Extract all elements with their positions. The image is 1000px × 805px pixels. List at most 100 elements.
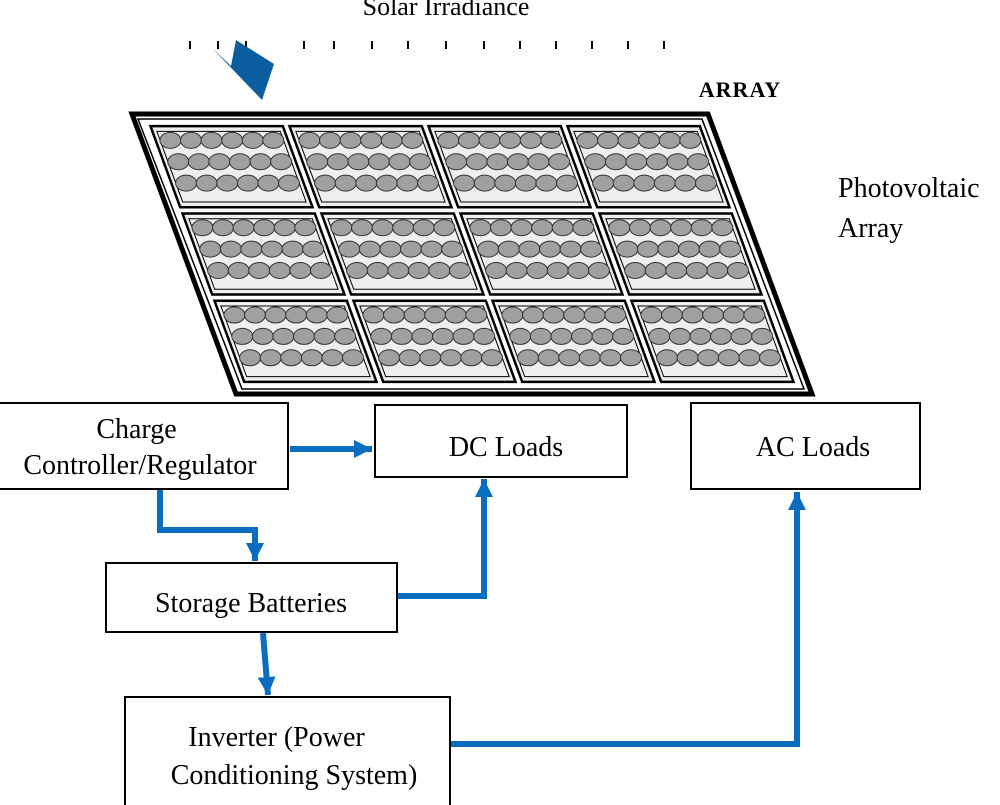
pv-cell — [706, 261, 729, 279]
pv-cell — [409, 153, 432, 171]
pv-cell — [738, 349, 761, 367]
pv-cell — [670, 219, 693, 237]
inverter-label-2: Conditioning System) — [171, 760, 418, 791]
controller-to-batteries-arrow — [157, 490, 264, 561]
pv-cell — [480, 349, 503, 367]
pv-cell — [388, 153, 411, 171]
pv-cell — [527, 153, 550, 171]
pv-cell — [159, 131, 182, 149]
pv-cell — [355, 174, 378, 192]
dc-loads-label: DC Loads — [449, 432, 563, 463]
pv-cell — [313, 327, 336, 345]
pv-cell — [624, 261, 647, 279]
pv-cell — [490, 219, 513, 237]
pv-cell — [321, 349, 344, 367]
pv-cell — [465, 306, 488, 324]
pv-cell — [330, 219, 353, 237]
inverter-label-1: Inverter (Power — [188, 722, 365, 753]
pv-cell — [244, 306, 267, 324]
pv-cell — [221, 131, 244, 149]
pv-cell — [494, 174, 517, 192]
storage-batteries-label: Storage Batteries — [155, 588, 347, 619]
pv-cell — [612, 327, 635, 345]
pv-cell — [260, 240, 283, 258]
pv-cell — [338, 240, 361, 258]
pv-cell — [341, 349, 364, 367]
pv-cell — [216, 174, 239, 192]
pv-cell — [241, 131, 264, 149]
pv-cell — [676, 349, 699, 367]
pv-cell — [570, 327, 593, 345]
pv-cell — [540, 131, 563, 149]
pv-cell — [441, 240, 464, 258]
pv-cell — [548, 153, 571, 171]
pv-cell — [506, 153, 529, 171]
pv-cell — [200, 131, 223, 149]
pv-cell — [175, 174, 198, 192]
svg-text:Inverter (Power Conditio: Inverter (Power Conditioning System) — [171, 722, 418, 791]
pv-cell — [433, 219, 456, 237]
pv-cell — [636, 240, 659, 258]
photovoltaic-array-caption: Photovoltaic Array — [838, 173, 987, 244]
pv-cell — [653, 174, 676, 192]
pv-cell — [679, 131, 702, 149]
pv-cell — [668, 327, 691, 345]
pv-cell — [537, 349, 560, 367]
pv-cell — [334, 174, 357, 192]
caption-line-2: Array — [838, 213, 903, 244]
pv-cell — [501, 306, 524, 324]
pv-cell — [604, 153, 627, 171]
pv-cell — [236, 174, 259, 192]
pv-cell — [180, 131, 203, 149]
pv-cell — [580, 240, 603, 258]
pv-cell — [294, 219, 317, 237]
pv-cell — [644, 261, 667, 279]
pv-cell — [657, 240, 680, 258]
pv-cell — [522, 306, 545, 324]
pv-cell — [277, 174, 300, 192]
pv-cell — [485, 261, 508, 279]
batteries-to-dc-loads-arrow — [398, 479, 493, 599]
pv-cell — [578, 349, 601, 367]
pv-cell — [499, 131, 522, 149]
solar-irradiance-label: Solar Irradiance — [363, 0, 530, 21]
pv-cell — [390, 327, 413, 345]
pv-cell — [687, 153, 710, 171]
pv-cell — [558, 349, 581, 367]
pv-cell — [690, 219, 713, 237]
pv-cell — [351, 219, 374, 237]
pv-cell — [665, 261, 688, 279]
pv-cell — [559, 240, 582, 258]
pv-cell — [326, 306, 349, 324]
pv-cell — [518, 240, 541, 258]
pv-cell — [207, 261, 230, 279]
pv-cell — [298, 131, 321, 149]
pv-cell — [392, 219, 415, 237]
pv-cell — [591, 327, 614, 345]
pv-cell — [535, 174, 558, 192]
pv-cell — [251, 327, 274, 345]
pv-cell — [529, 327, 552, 345]
pv-cell — [616, 240, 639, 258]
pv-cell — [399, 240, 422, 258]
pv-cell — [509, 327, 532, 345]
pv-cell — [587, 261, 610, 279]
flow-arrows — [157, 440, 806, 747]
pv-cell — [268, 261, 291, 279]
pv-cell — [249, 153, 272, 171]
pv-cell — [550, 327, 573, 345]
irradiance-scale — [189, 41, 665, 49]
pv-cell — [240, 240, 263, 258]
pv-cell — [453, 174, 476, 192]
pv-cell — [666, 153, 689, 171]
pv-cell — [458, 131, 481, 149]
pv-cell — [302, 240, 325, 258]
pv-cell — [387, 261, 410, 279]
pv-cell — [305, 306, 328, 324]
pv-cell — [640, 306, 663, 324]
pv-cell — [546, 261, 569, 279]
pv-cell — [619, 349, 642, 367]
pv-cell — [486, 153, 509, 171]
pv-cell — [280, 349, 303, 367]
pv-cell — [379, 240, 402, 258]
